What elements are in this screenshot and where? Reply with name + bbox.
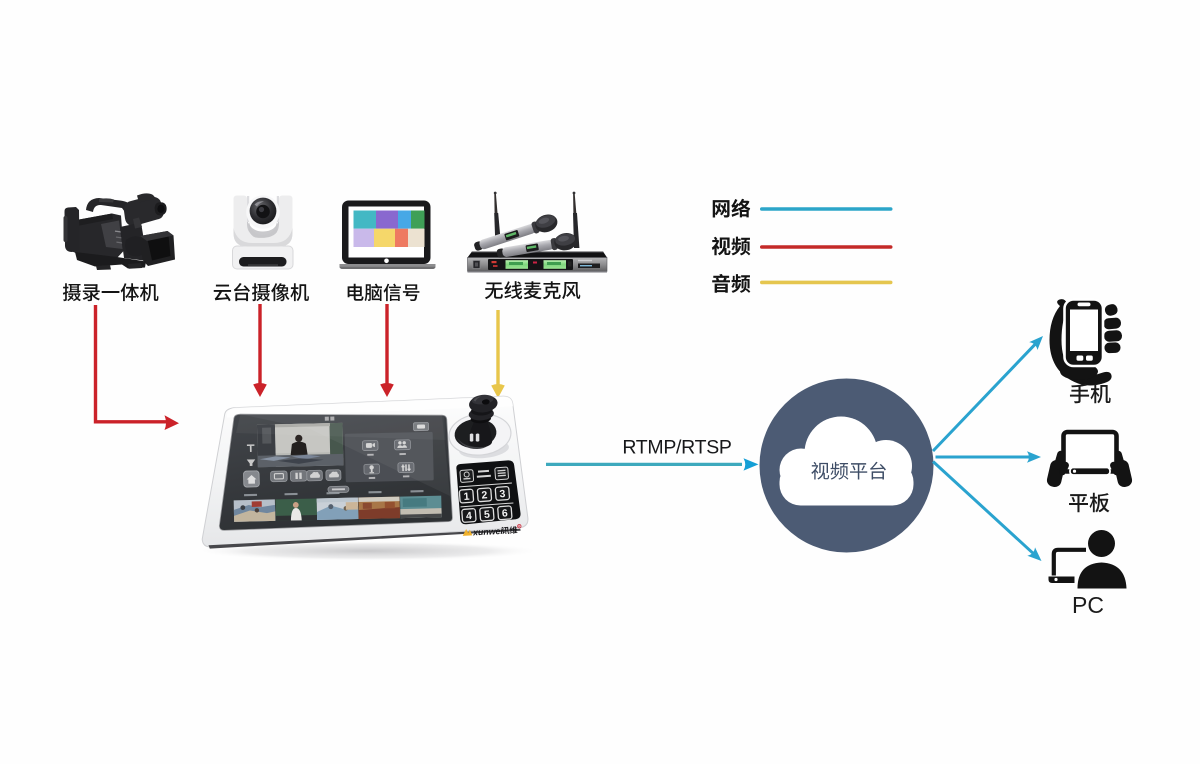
svg-text:5: 5 (484, 509, 491, 521)
svg-text:4: 4 (466, 510, 473, 522)
svg-text:2: 2 (481, 489, 488, 501)
svg-text:PC: PC (1072, 592, 1104, 618)
svg-text:6: 6 (502, 507, 509, 519)
svg-text:3: 3 (499, 488, 506, 500)
svg-text:xunwei: xunwei (472, 526, 504, 538)
svg-text:1: 1 (463, 491, 470, 503)
svg-text:R: R (518, 525, 521, 529)
svg-text:RTMP/RTSP: RTMP/RTSP (622, 437, 731, 459)
